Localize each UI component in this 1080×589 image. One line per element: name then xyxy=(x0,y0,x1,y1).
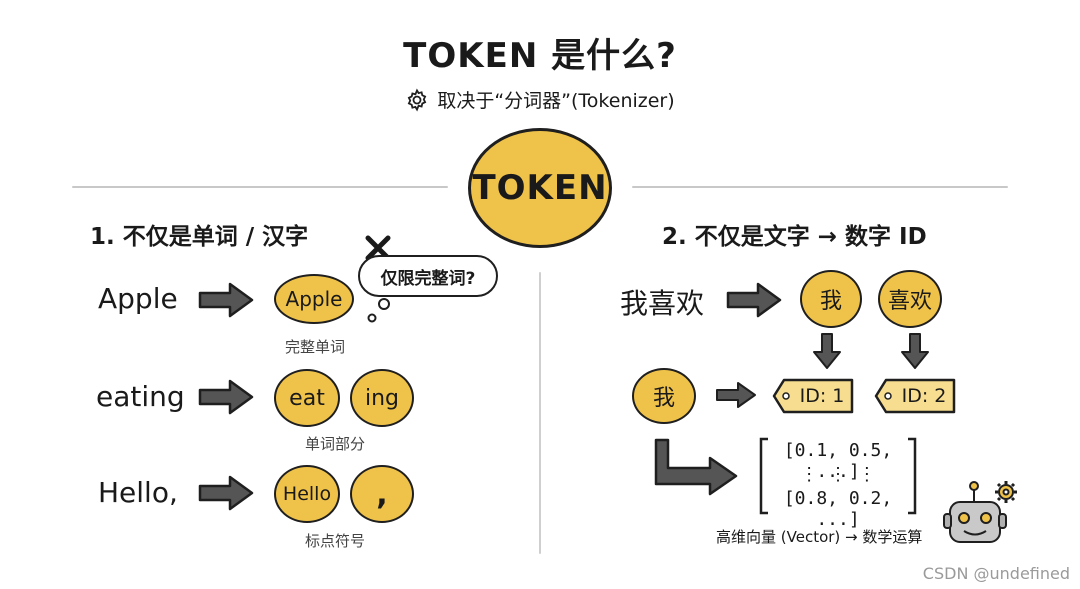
token-circle: TOKEN xyxy=(468,128,612,248)
token-comma: , xyxy=(350,465,414,523)
id-tag-2: ID: 2 xyxy=(874,378,956,414)
divider-right xyxy=(632,186,1008,188)
word-apple: Apple xyxy=(98,282,178,315)
matrix-row-2: [0.8, 0.2, ...] xyxy=(783,488,893,530)
arrow-down-icon xyxy=(901,333,929,369)
arrow-right-icon xyxy=(726,282,782,318)
token-apple: Apple xyxy=(274,274,354,324)
x-mark-icon xyxy=(365,235,391,261)
id-tag-2-text: ID: 2 xyxy=(901,385,947,407)
token-ing: ing xyxy=(350,369,414,427)
id-tag-1-text: ID: 1 xyxy=(799,385,845,407)
word-hello: Hello, xyxy=(98,476,178,509)
token-hello: Hello xyxy=(274,465,340,523)
thought-dots xyxy=(367,298,390,323)
watermark: CSDN @undefined xyxy=(922,564,1070,583)
id-tag-1: ID: 1 xyxy=(772,378,854,414)
robot-icon xyxy=(943,481,1017,543)
caption-whole-word: 完整单词 xyxy=(284,338,345,356)
divider-left xyxy=(72,186,448,188)
thought-bubble: 仅限完整词? xyxy=(358,255,498,297)
divider-center xyxy=(539,272,541,554)
matrix-dots: ⋮ ⋮ ⋮ xyxy=(800,464,876,485)
token-xihuan: 喜欢 xyxy=(878,270,942,328)
caption-punctuation: 标点符号 xyxy=(304,532,365,550)
word-eating: eating xyxy=(96,380,185,413)
subtitle-text: 取决于“分词器”(Tokenizer) xyxy=(437,90,675,112)
arrow-down-icon xyxy=(813,333,841,369)
gear-icon xyxy=(408,88,427,111)
vector-matrix: [0.1, 0.5, ...] ⋮ ⋮ ⋮ [0.8, 0.2, ...] xyxy=(758,436,918,530)
subtitle: 取决于“分词器”(Tokenizer) xyxy=(0,86,1080,113)
arrow-right-icon xyxy=(198,475,254,511)
arrow-right-icon xyxy=(198,282,254,318)
right-section-title: 2. 不仅是文字 → 数字 ID xyxy=(662,224,927,250)
token-eat: eat xyxy=(274,369,340,427)
page-title: TOKEN 是什么? xyxy=(403,36,677,76)
bent-arrow-icon xyxy=(654,438,738,496)
token-wo: 我 xyxy=(800,270,862,328)
matrix-row-1: [0.1, 0.5, ...] xyxy=(783,440,893,482)
token-wo-id-row: 我 xyxy=(632,368,696,424)
arrow-right-small-icon xyxy=(716,382,756,408)
vector-caption: 高维向量 (Vector) → 数学运算 xyxy=(716,528,923,546)
caption-word-part: 单词部分 xyxy=(304,435,365,453)
phrase-text: 我喜欢 xyxy=(620,287,705,320)
arrow-right-icon xyxy=(198,379,254,415)
left-section-title: 1. 不仅是单词 / 汉字 xyxy=(90,224,309,250)
